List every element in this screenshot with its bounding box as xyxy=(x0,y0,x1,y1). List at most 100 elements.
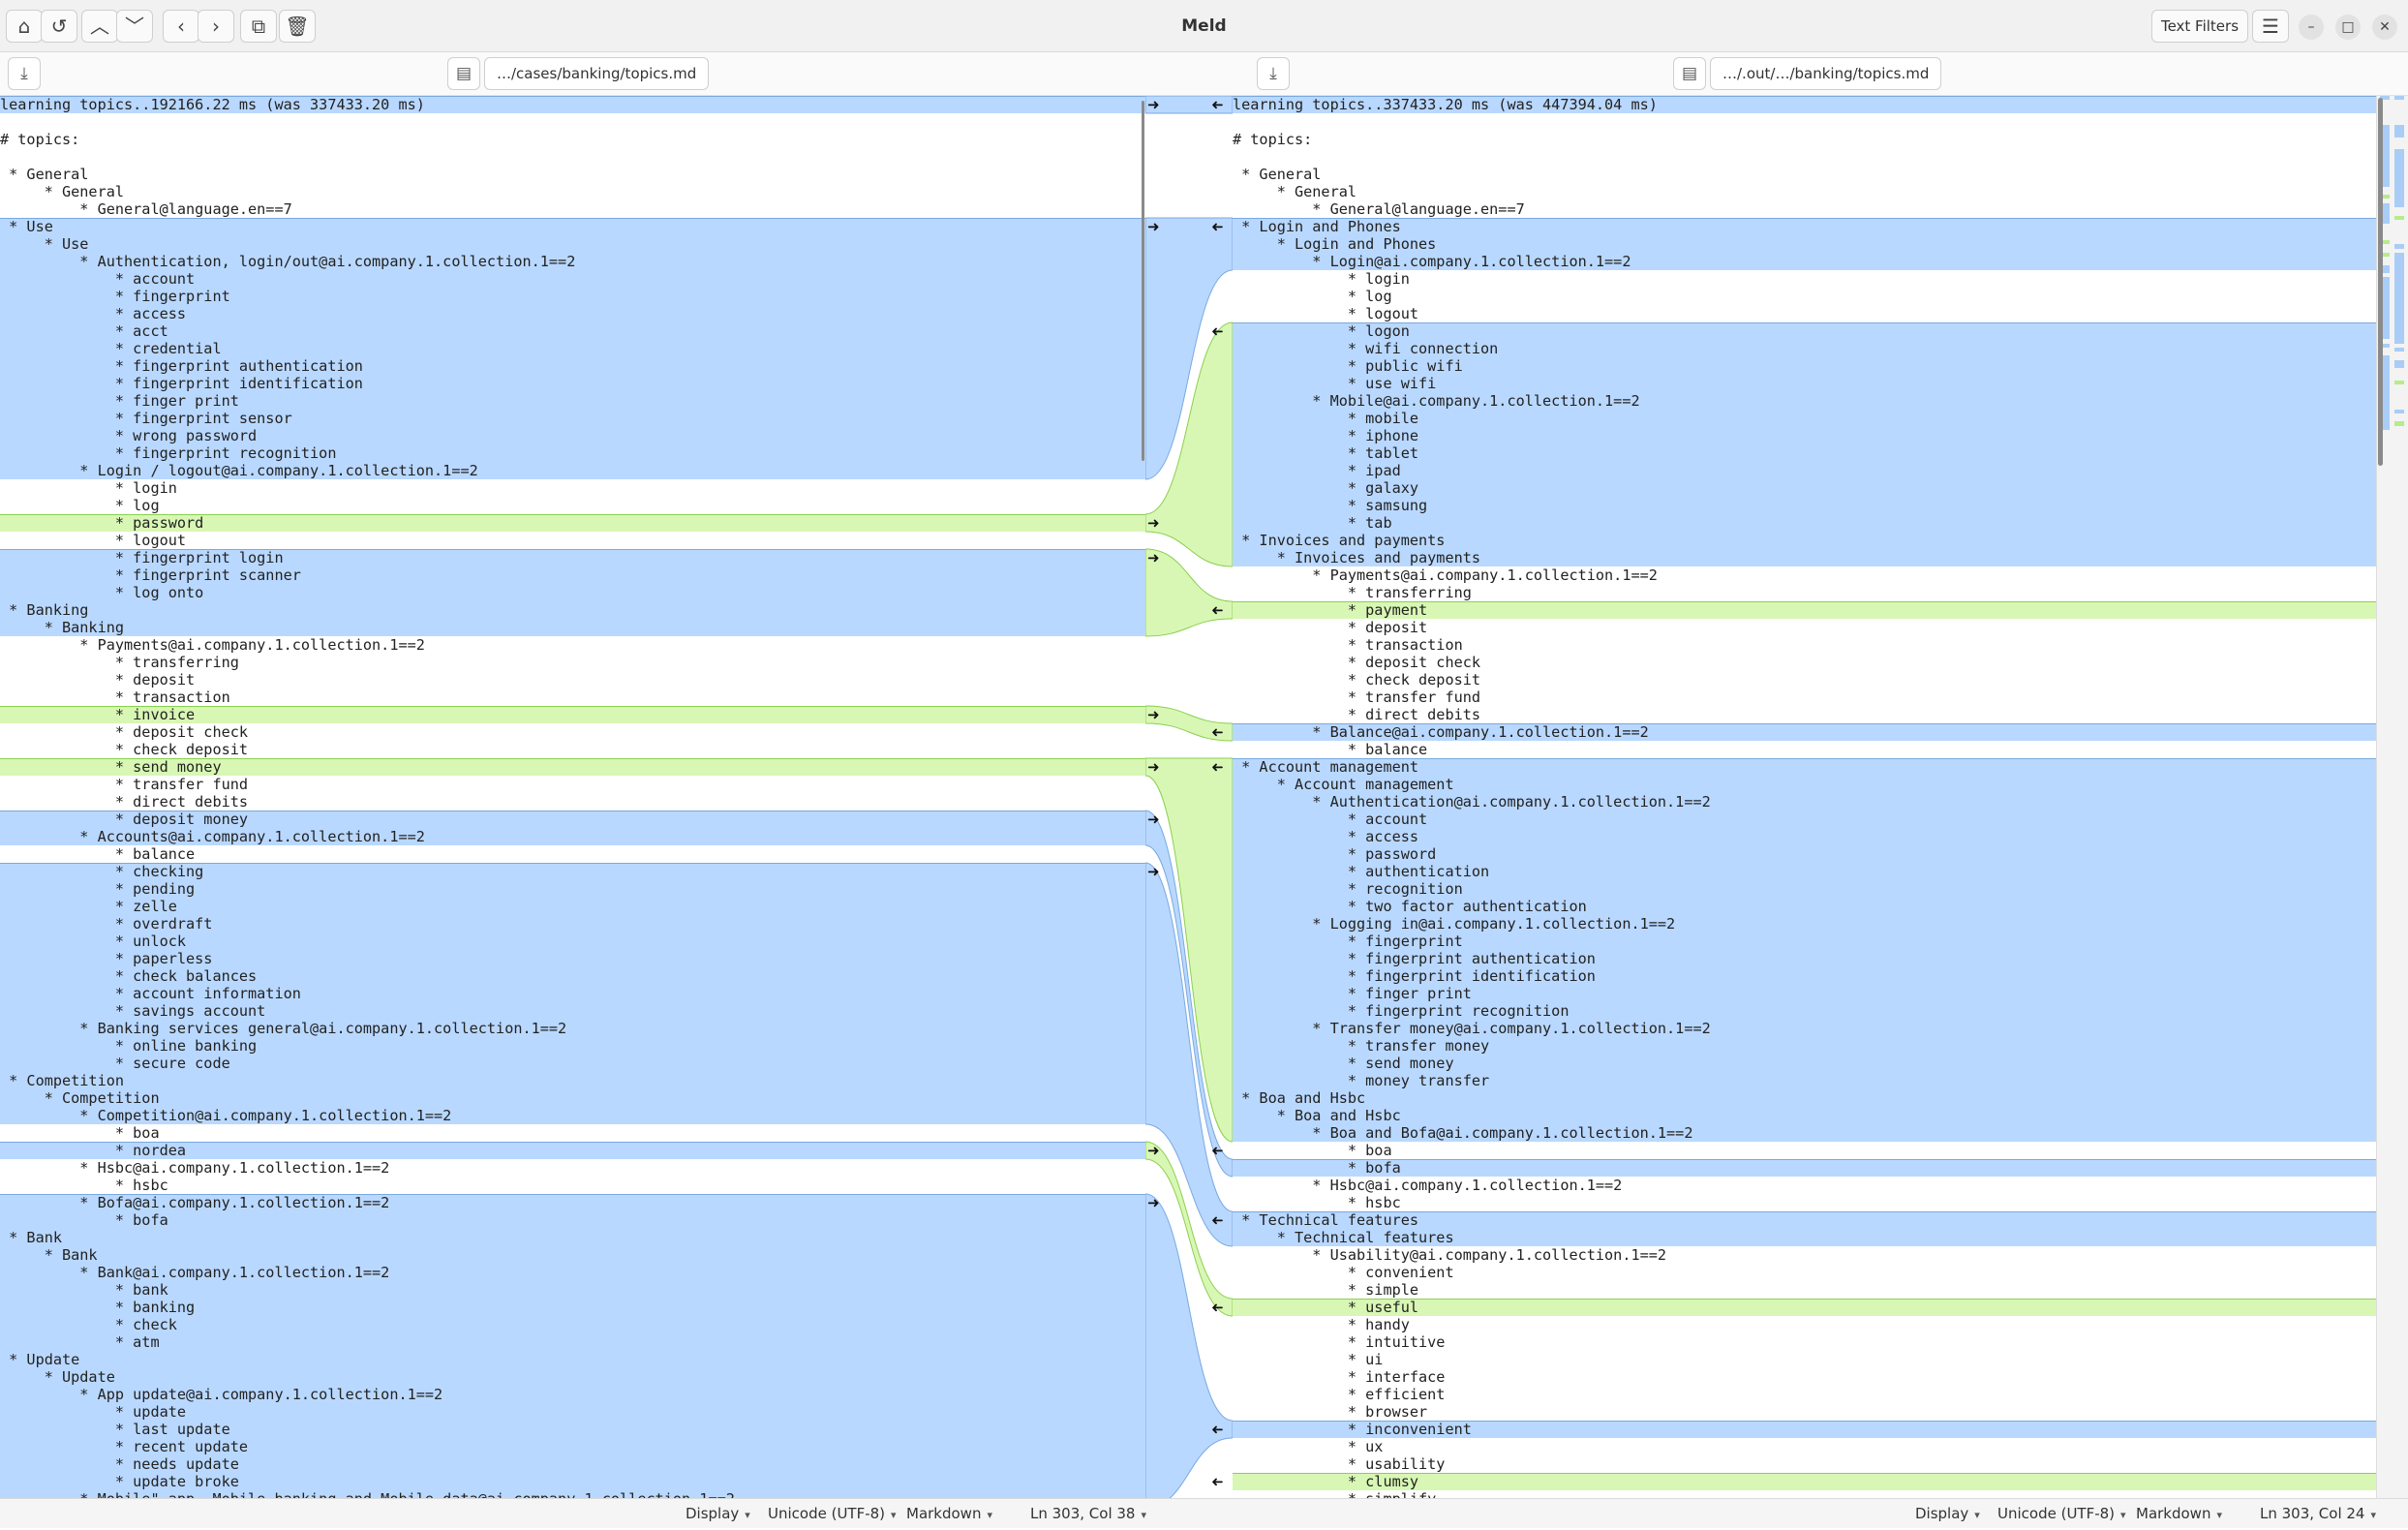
text-line[interactable]: * account information xyxy=(0,985,1145,1002)
text-line[interactable]: * Invoices and payments xyxy=(1233,549,2376,566)
maximize-icon[interactable]: □ xyxy=(2335,15,2361,40)
text-line[interactable]: * ux xyxy=(1233,1438,2376,1455)
text-line[interactable]: * fingerprint login xyxy=(0,549,1145,566)
text-line[interactable]: * check balances xyxy=(0,967,1145,985)
text-line[interactable]: * Mobile" app, Mobile banking and Mobile… xyxy=(0,1490,1145,1498)
text-line[interactable]: * fingerprint identification xyxy=(0,375,1145,392)
text-line[interactable]: * tablet xyxy=(1233,444,2376,462)
text-line[interactable]: * Hsbc@ai.company.1.collection.1==2 xyxy=(0,1159,1145,1177)
text-line[interactable]: * useful xyxy=(1233,1299,2376,1316)
text-line[interactable]: * transaction xyxy=(1233,636,2376,654)
next-conflict-button[interactable]: › xyxy=(198,10,234,43)
save-icon[interactable]: ⤓ xyxy=(1257,57,1290,90)
right-display-menu[interactable]: Display▾ xyxy=(1915,1505,1980,1522)
text-line[interactable]: * Authentication@ai.company.1.collection… xyxy=(1233,793,2376,811)
push-right-arrow-icon[interactable]: ➜ xyxy=(1147,1142,1160,1159)
text-line[interactable]: * Bofa@ai.company.1.collection.1==2 xyxy=(0,1194,1145,1211)
text-line[interactable]: * Login / logout@ai.company.1.collection… xyxy=(0,462,1145,479)
push-left-arrow-icon[interactable]: ➜ xyxy=(1211,96,1224,113)
text-line[interactable]: * Balance@ai.company.1.collection.1==2 xyxy=(1233,723,2376,741)
text-line[interactable]: * inconvenient xyxy=(1233,1421,2376,1438)
text-line[interactable]: * logon xyxy=(1233,322,2376,340)
text-line[interactable]: * check deposit xyxy=(0,741,1145,758)
text-line[interactable]: * Boa and Hsbc xyxy=(1233,1107,2376,1124)
text-line[interactable]: * Technical features xyxy=(1233,1211,2376,1229)
text-line[interactable]: * transfer money xyxy=(1233,1037,2376,1055)
left-text-pane[interactable]: learning topics..192166.22 ms (was 33743… xyxy=(0,96,1145,1498)
text-line[interactable]: * fingerprint identification xyxy=(1233,967,2376,985)
text-line[interactable]: * hsbc xyxy=(0,1177,1145,1194)
text-line[interactable]: * access xyxy=(0,305,1145,322)
text-line[interactable]: * direct debits xyxy=(1233,706,2376,723)
text-line[interactable]: * Login@ai.company.1.collection.1==2 xyxy=(1233,253,2376,270)
text-line[interactable]: * deposit check xyxy=(0,723,1145,741)
text-line[interactable]: * Invoices and payments xyxy=(1233,532,2376,549)
text-line[interactable]: * interface xyxy=(1233,1368,2376,1386)
text-line[interactable]: # topics: xyxy=(0,131,1145,148)
text-line[interactable]: * update xyxy=(0,1403,1145,1421)
text-line[interactable]: * pending xyxy=(0,880,1145,898)
text-line[interactable]: * Payments@ai.company.1.collection.1==2 xyxy=(1233,566,2376,584)
text-line[interactable]: * fingerprint xyxy=(0,288,1145,305)
text-line[interactable]: * transfer fund xyxy=(0,776,1145,793)
text-line[interactable]: * hsbc xyxy=(1233,1194,2376,1211)
text-line[interactable]: * fingerprint authentication xyxy=(1233,950,2376,967)
push-left-arrow-icon[interactable]: ➜ xyxy=(1211,1142,1224,1159)
text-line[interactable]: * password xyxy=(0,514,1145,532)
push-right-arrow-icon[interactable]: ➜ xyxy=(1147,1194,1160,1211)
right-file-path[interactable]: …/.out/…/banking/topics.md xyxy=(1710,57,1942,90)
text-line[interactable]: * payment xyxy=(1233,601,2376,619)
push-right-arrow-icon[interactable]: ➜ xyxy=(1147,706,1160,723)
text-line[interactable]: * Usability@ai.company.1.collection.1==2 xyxy=(1233,1246,2376,1264)
right-language-menu[interactable]: Markdown▾ xyxy=(2136,1505,2222,1522)
copy-icon[interactable]: ⧉ xyxy=(240,10,277,43)
text-line[interactable]: * bofa xyxy=(0,1211,1145,1229)
text-line[interactable]: * bank xyxy=(0,1281,1145,1299)
text-line[interactable]: * Update xyxy=(0,1351,1145,1368)
text-line[interactable]: * wrong password xyxy=(0,427,1145,444)
text-line[interactable]: * ipad xyxy=(1233,462,2376,479)
text-line[interactable]: * wifi connection xyxy=(1233,340,2376,357)
text-line[interactable]: * update broke xyxy=(0,1473,1145,1490)
previous-change-button[interactable]: ︿ xyxy=(81,10,118,43)
text-line[interactable]: * Use xyxy=(0,218,1145,235)
text-line[interactable]: * General xyxy=(1233,166,2376,183)
text-line[interactable]: * Bank xyxy=(0,1229,1145,1246)
text-line[interactable]: * samsung xyxy=(1233,497,2376,514)
push-left-arrow-icon[interactable]: ➜ xyxy=(1211,1421,1224,1438)
left-scrollbar[interactable] xyxy=(1142,101,1144,461)
text-line[interactable]: * Payments@ai.company.1.collection.1==2 xyxy=(0,636,1145,654)
text-line[interactable]: * Transfer money@ai.company.1.collection… xyxy=(1233,1020,2376,1037)
text-line[interactable]: * Competition@ai.company.1.collection.1=… xyxy=(0,1107,1145,1124)
text-line[interactable]: * logout xyxy=(1233,305,2376,322)
text-line[interactable]: * account xyxy=(0,270,1145,288)
text-line[interactable]: * simplify xyxy=(1233,1490,2376,1498)
text-line[interactable]: * direct debits xyxy=(0,793,1145,811)
text-line[interactable]: * tab xyxy=(1233,514,2376,532)
text-line[interactable]: * needs update xyxy=(0,1455,1145,1473)
text-line[interactable]: * Authentication, login/out@ai.company.1… xyxy=(0,253,1145,270)
push-left-arrow-icon[interactable]: ➜ xyxy=(1211,723,1224,741)
text-line[interactable]: * Account management xyxy=(1233,758,2376,776)
text-line[interactable]: * finger print xyxy=(1233,985,2376,1002)
text-line[interactable]: learning topics..192166.22 ms (was 33743… xyxy=(0,96,1145,113)
text-line[interactable] xyxy=(0,113,1145,131)
text-line[interactable]: * acct xyxy=(0,322,1145,340)
text-line[interactable]: * galaxy xyxy=(1233,479,2376,497)
text-line[interactable]: * intuitive xyxy=(1233,1333,2376,1351)
text-line[interactable]: * convenient xyxy=(1233,1264,2376,1281)
text-line[interactable]: * fingerprint xyxy=(1233,933,2376,950)
text-line[interactable]: * logout xyxy=(0,532,1145,549)
left-language-menu[interactable]: Markdown▾ xyxy=(906,1505,992,1522)
text-line[interactable]: * boa xyxy=(0,1124,1145,1142)
text-line[interactable]: * Accounts@ai.company.1.collection.1==2 xyxy=(0,828,1145,845)
text-line[interactable]: * use wifi xyxy=(1233,375,2376,392)
text-line[interactable]: * checking xyxy=(0,863,1145,880)
push-left-arrow-icon[interactable]: ➜ xyxy=(1211,322,1224,340)
text-line[interactable]: * ui xyxy=(1233,1351,2376,1368)
text-line[interactable]: * authentication xyxy=(1233,863,2376,880)
text-line[interactable]: * unlock xyxy=(0,933,1145,950)
delete-icon[interactable]: 🗑 xyxy=(279,10,316,43)
text-line[interactable]: * Account management xyxy=(1233,776,2376,793)
push-left-arrow-icon[interactable]: ➜ xyxy=(1211,218,1224,235)
